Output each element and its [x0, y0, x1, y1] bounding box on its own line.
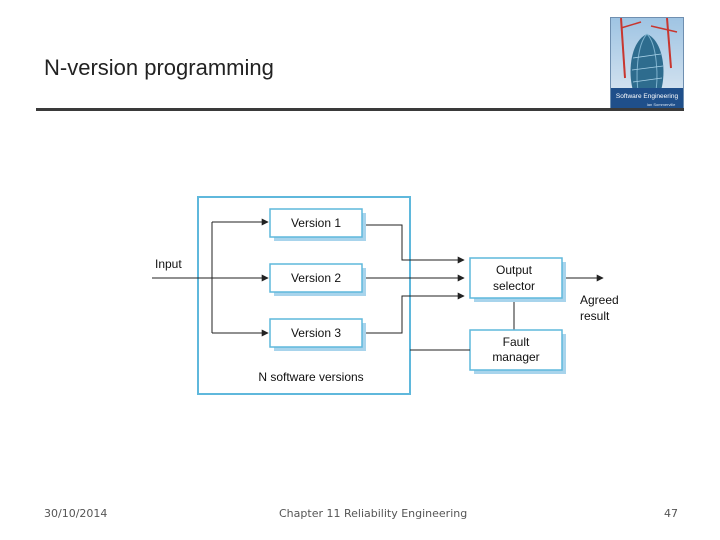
version-2-label: Version 2: [291, 271, 341, 285]
version-1-output: [366, 224, 465, 264]
cover-author: Ian Sommerville: [647, 102, 676, 107]
fault-manager-line-1: Fault: [503, 335, 530, 349]
version-3-output: [366, 292, 465, 334]
version-1-box: Version 1: [269, 208, 366, 241]
footer-date: 30/10/2014: [44, 507, 108, 520]
title-divider: [36, 108, 684, 111]
version-1-label: Version 1: [291, 216, 341, 230]
fault-manager-line-2: manager: [492, 350, 539, 364]
output-selector-line-2: selector: [493, 279, 535, 293]
version-3-box: Version 3: [269, 318, 366, 351]
version-2-box: Version 2: [269, 263, 366, 296]
book-cover-image: Software Engineering Ian Sommerville: [610, 17, 684, 111]
agreed-result-line-1: Agreed: [580, 293, 619, 307]
output-selector-box: Output selector: [469, 257, 566, 302]
agreed-result-line-2: result: [580, 309, 610, 323]
footer-page-number: 47: [664, 507, 678, 520]
input-label: Input: [155, 257, 182, 271]
footer-chapter: Chapter 11 Reliability Engineering: [279, 507, 468, 520]
cover-title: Software Engineering: [616, 93, 679, 100]
fault-manager-box: Fault manager: [469, 329, 566, 374]
output-selector-line-1: Output: [496, 263, 533, 277]
version-3-label: Version 3: [291, 326, 341, 340]
slide-title: N-version programming: [44, 55, 274, 80]
n-versions-label: N software versions: [258, 370, 363, 384]
